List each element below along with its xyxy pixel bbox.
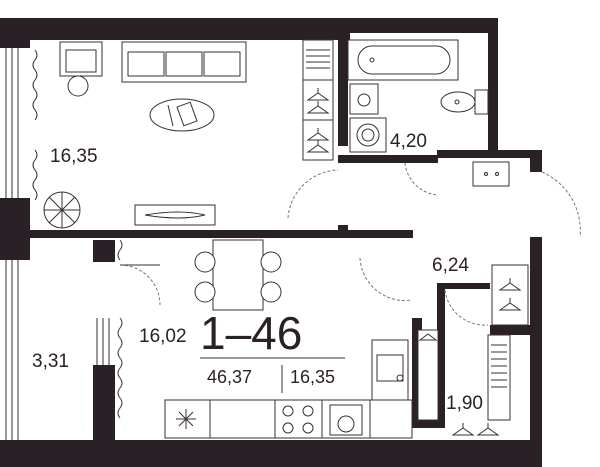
living-area: 16,35 [290,367,336,387]
hallway-wardrobe [491,264,529,326]
windows [5,48,123,440]
snowflake-icon [176,409,196,429]
total-area: 46,37 [207,367,253,387]
wardrobe-storage [451,334,511,436]
bathroom-area: 4,20 [390,131,427,152]
living-room-area: 16,35 [50,146,98,167]
kitchen-area: 16,02 [139,326,187,347]
kitchen-furniture [164,239,439,439]
hallway-area: 6,24 [432,255,469,276]
hanger-icon [306,88,330,153]
apartment-number: 1–46 [200,307,303,359]
wardrobe-area: 1,90 [446,393,483,414]
plant-icon [43,191,81,229]
bathroom-fixtures [347,39,510,187]
doors [119,162,581,326]
balcony-area: 3,31 [32,351,69,372]
walls [0,18,542,467]
living-room-furniture [43,39,334,229]
